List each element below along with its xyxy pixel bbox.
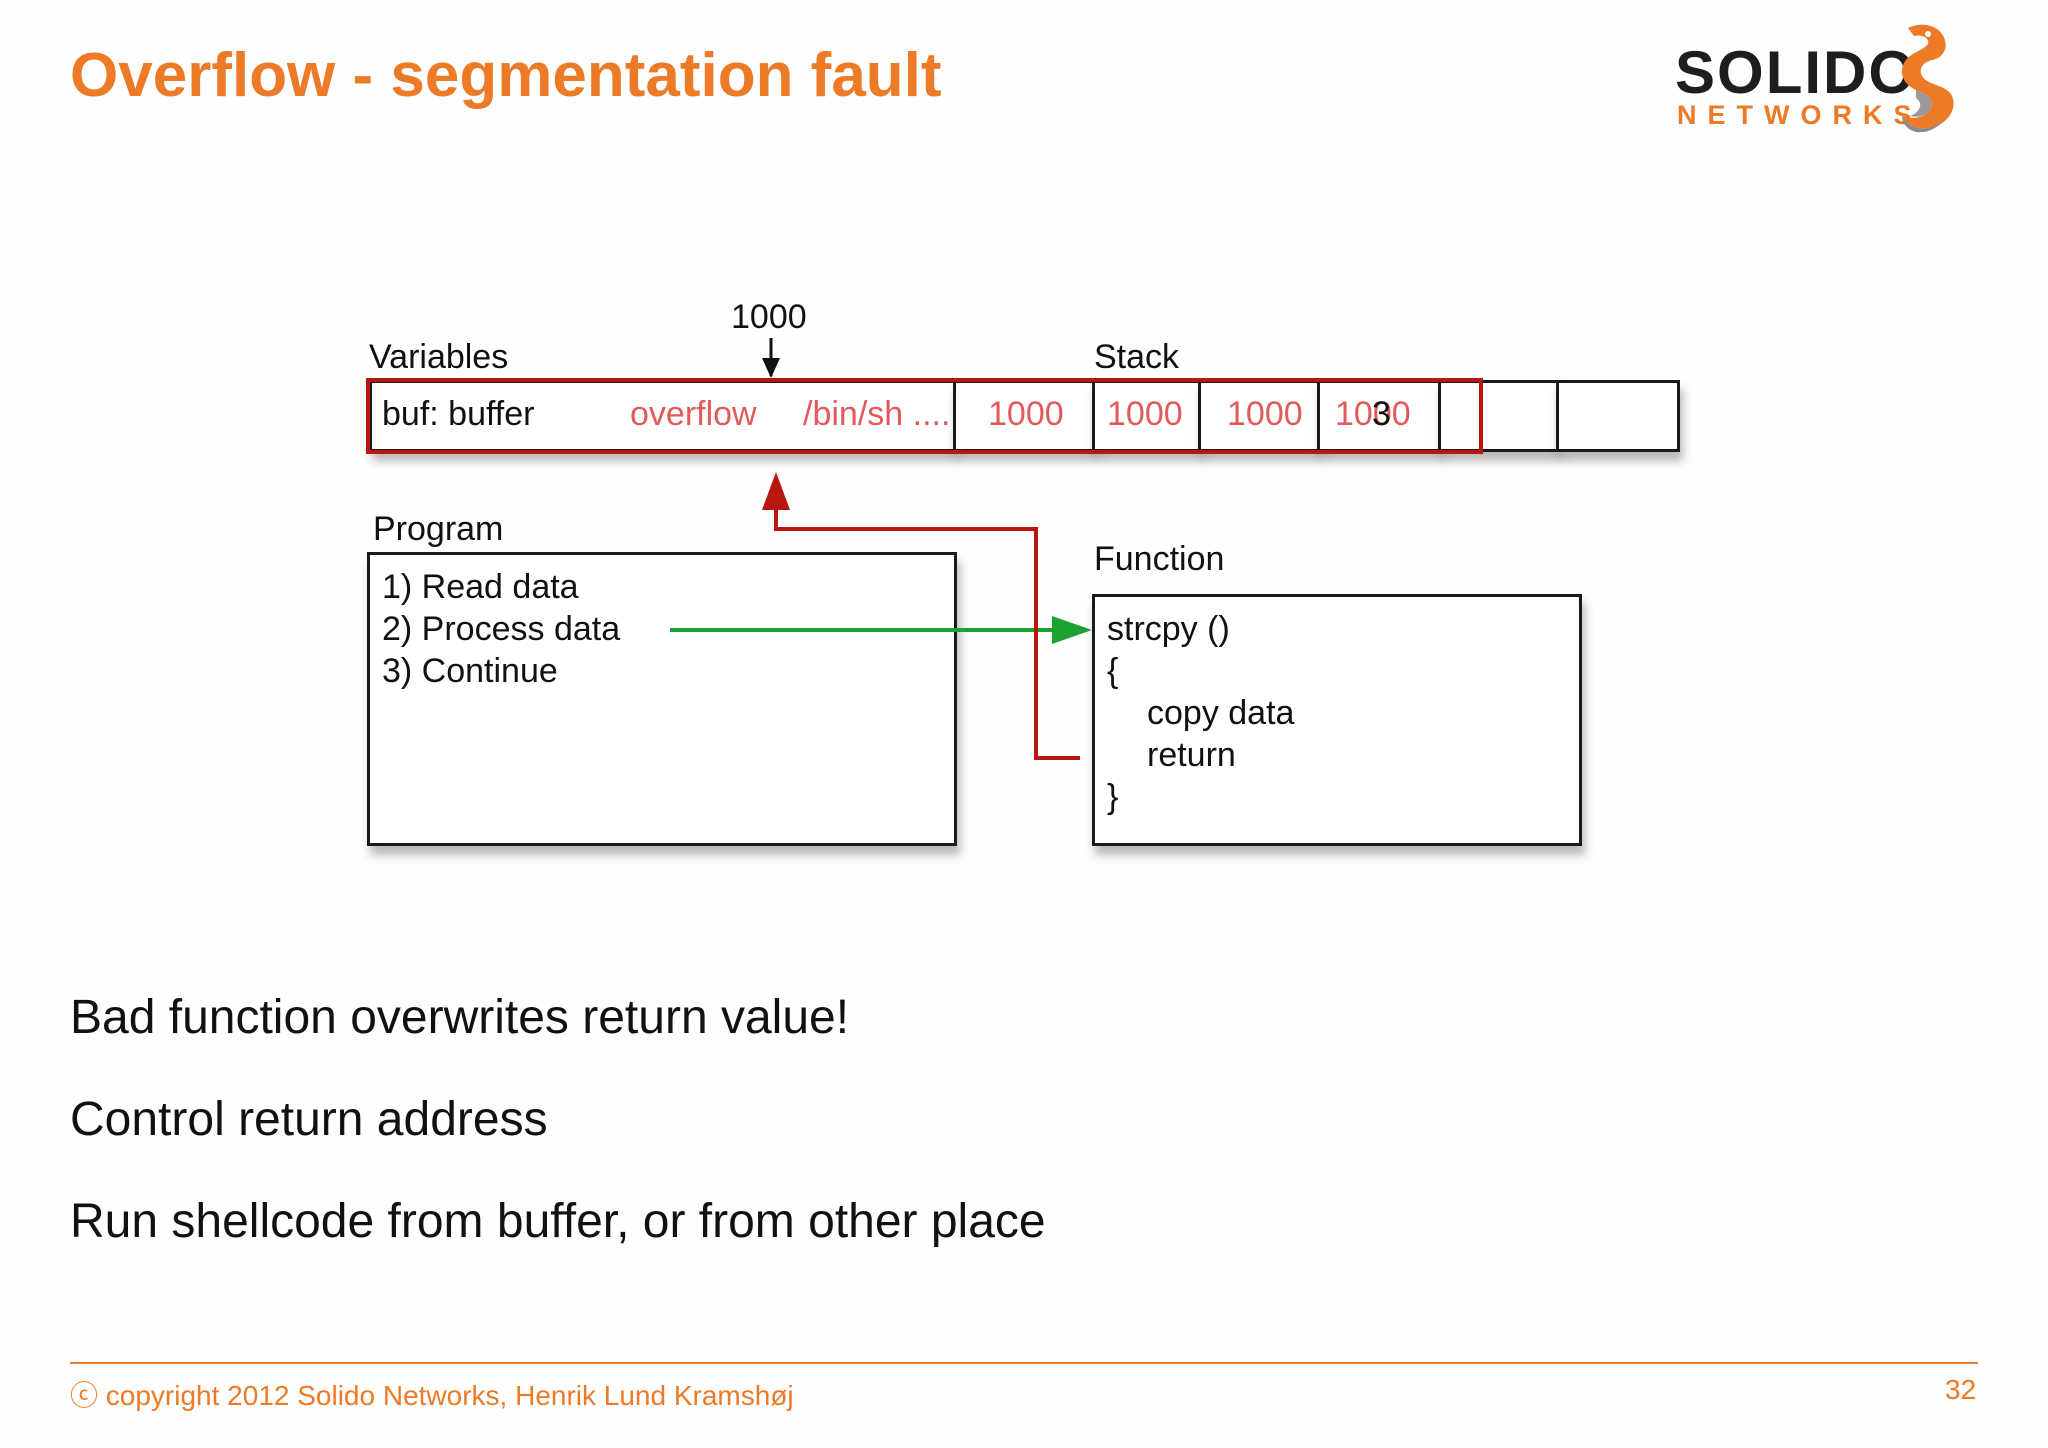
program-lines: 1) Read data 2) Process data 3) Continue — [382, 566, 620, 692]
function-line-2: { — [1107, 652, 1119, 690]
footer-divider — [70, 1362, 1978, 1364]
overflow-region-outline — [366, 378, 1483, 454]
bullet-1: Bad function overwrites return value! — [70, 991, 850, 1044]
program-label: Program — [373, 510, 504, 548]
stack-cell-5 — [1438, 380, 1559, 452]
function-line-4: return — [1147, 736, 1236, 774]
page-number: 32 — [1945, 1374, 1977, 1405]
address-pointer-arrowhead — [762, 358, 780, 378]
bullet-2: Control return address — [70, 1093, 548, 1146]
return-arrow — [774, 505, 1080, 760]
footer-copyright: ⓒ copyright 2012 Solido Networks, Henrik… — [70, 1380, 794, 1411]
program-line-2: 2) Process data — [382, 610, 621, 648]
address-label: 1000 — [731, 298, 807, 336]
stack-value-3: 1000 — [1227, 395, 1303, 433]
slide-title: Overflow - segmentation fault — [70, 41, 942, 110]
bullet-3: Run shellcode from buffer, or from other… — [70, 1195, 1046, 1248]
stack-cell-1 — [953, 380, 1095, 452]
function-line-1: strcpy () — [1107, 610, 1230, 648]
overflow-region-joint — [953, 378, 1095, 454]
logo-subtitle: NETWORKS — [1677, 100, 1923, 130]
return-arrowhead — [762, 472, 790, 510]
stack-cell-6 — [1556, 380, 1680, 452]
stack-cell-2 — [1092, 380, 1201, 452]
function-box — [1092, 594, 1582, 846]
function-lines: strcpy () { copy data return } — [1107, 608, 1294, 818]
function-line-5: } — [1107, 778, 1119, 816]
variables-label: Variables — [369, 338, 509, 376]
seahorse-logo-icon — [1901, 24, 1954, 133]
stack-value-1: 1000 — [988, 395, 1064, 433]
stack-label: Stack — [1094, 338, 1180, 376]
program-box — [367, 552, 957, 846]
function-line-3: copy data — [1147, 694, 1295, 732]
logo-wordmark: SOLIDO — [1675, 39, 1918, 106]
program-line-1: 1) Read data — [382, 568, 579, 606]
overlay-digit: 3 — [1372, 395, 1391, 433]
call-arrowhead — [1052, 616, 1092, 644]
buffer-label: buf: buffer — [382, 395, 535, 433]
program-line-3: 3) Continue — [382, 652, 558, 690]
shell-text: /bin/sh .... — [803, 395, 951, 433]
overflow-text: overflow — [630, 395, 757, 433]
stack-value-4: 1000 — [1335, 395, 1411, 433]
function-label: Function — [1094, 540, 1225, 578]
stack-cell-3 — [1198, 380, 1320, 452]
stack-value-2: 1000 — [1107, 395, 1183, 433]
